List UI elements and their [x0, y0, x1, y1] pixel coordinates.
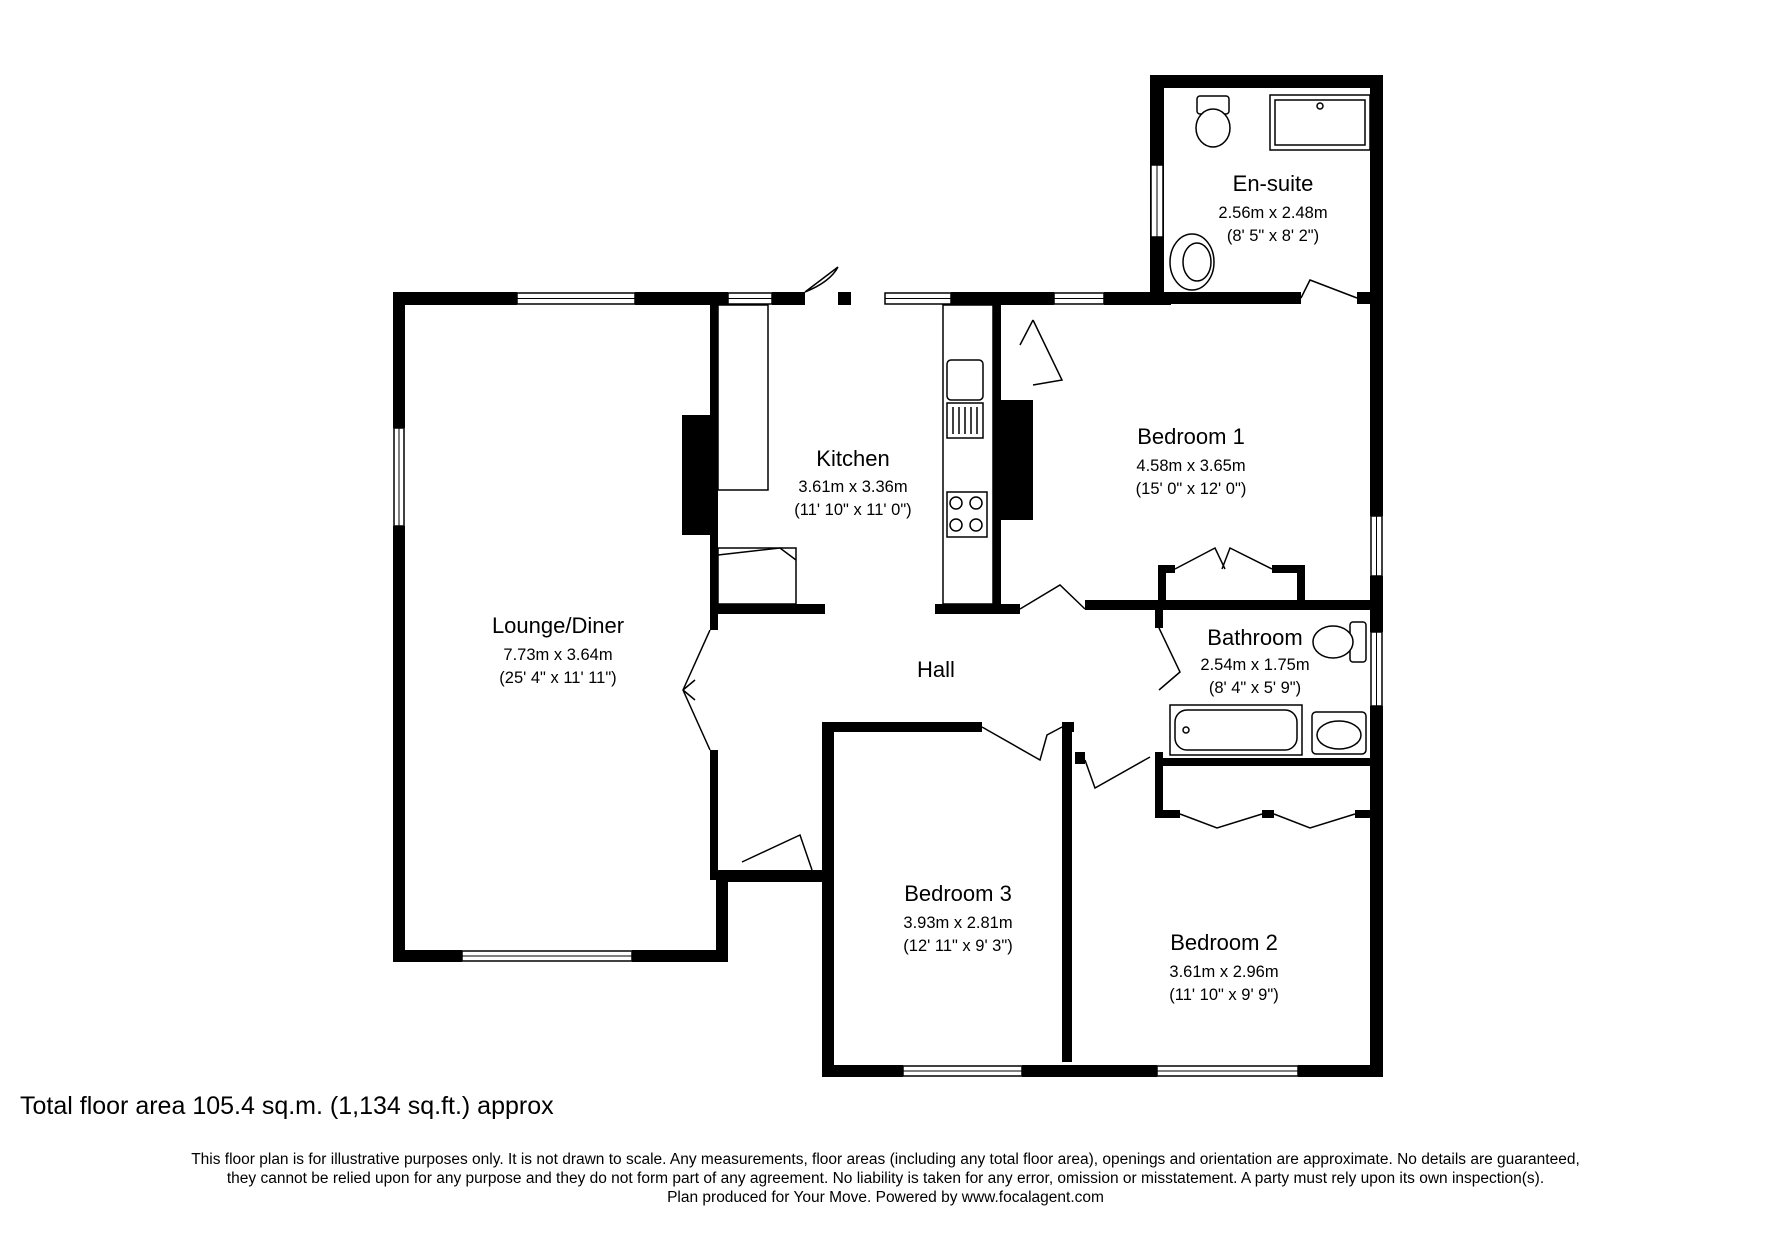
bathroom-imperial: (8' 4" x 5' 9") — [1209, 679, 1301, 697]
doors — [682, 266, 1358, 871]
window-lines — [398, 165, 1377, 1072]
bedroom2-name: Bedroom 2 — [1170, 930, 1278, 955]
bedroom2-metric: 3.61m x 2.96m — [1169, 963, 1278, 981]
total-floor-area: Total floor area 105.4 sq.m. (1,134 sq.f… — [20, 1092, 554, 1120]
door — [1019, 319, 1064, 386]
door — [981, 726, 1063, 762]
hall-name: Hall — [917, 657, 955, 682]
door — [1158, 627, 1181, 691]
bathroom-name: Bathroom — [1207, 625, 1302, 650]
toilet — [1312, 625, 1354, 659]
kitchen-name: Kitchen — [816, 446, 889, 471]
worktop — [942, 304, 994, 605]
bedroom1-imperial: (15' 0" x 12' 0") — [1136, 480, 1247, 498]
disclaimer-line-3: Plan produced for Your Move. Powered by … — [667, 1189, 1104, 1206]
ensuite-metric: 2.56m x 2.48m — [1218, 204, 1327, 222]
kitchen-metric: 3.61m x 3.36m — [798, 478, 907, 496]
disclaimer: This floor plan is for illustrative purp… — [20, 1150, 1751, 1207]
ensuite-name: En-suite — [1233, 171, 1314, 196]
door — [1174, 546, 1273, 570]
door — [741, 833, 813, 871]
bedroom2-imperial: (11' 10" x 9' 9") — [1169, 986, 1278, 1004]
ensuite-imperial: (8' 5" x 8' 2") — [1227, 227, 1319, 245]
sink — [946, 359, 984, 401]
worktop — [717, 304, 769, 491]
bedroom1-metric: 4.58m x 3.65m — [1136, 457, 1245, 475]
bathroom-metric: 2.54m x 1.75m — [1200, 656, 1309, 674]
walls — [393, 75, 1383, 1077]
disclaimer-line-2: they cannot be relied upon for any purpo… — [226, 1170, 1545, 1187]
kitchen-imperial: (11' 10" x 11' 0") — [794, 501, 911, 519]
lounge-metric: 7.73m x 3.64m — [503, 646, 612, 664]
door — [804, 266, 839, 293]
lounge-name: Lounge/Diner — [492, 613, 624, 638]
bedroom3-name: Bedroom 3 — [904, 881, 1012, 906]
bedroom3-imperial: (12' 11" x 9' 3") — [903, 937, 1012, 955]
bedroom3-metric: 3.93m x 2.81m — [903, 914, 1012, 932]
door — [1084, 756, 1151, 790]
fixtures — [717, 94, 1371, 756]
door — [1019, 584, 1086, 610]
door — [682, 629, 711, 751]
door — [1300, 279, 1358, 299]
disclaimer-line-1: This floor plan is for illustrative purp… — [191, 1151, 1580, 1168]
toilet — [1195, 108, 1231, 148]
bedroom1-name: Bedroom 1 — [1137, 424, 1245, 449]
door — [1179, 813, 1356, 829]
room-labels: En-suite 2.56m x 2.48m (8' 5" x 8' 2") K… — [492, 171, 1328, 1004]
lounge-imperial: (25' 4" x 11' 11") — [499, 669, 616, 687]
